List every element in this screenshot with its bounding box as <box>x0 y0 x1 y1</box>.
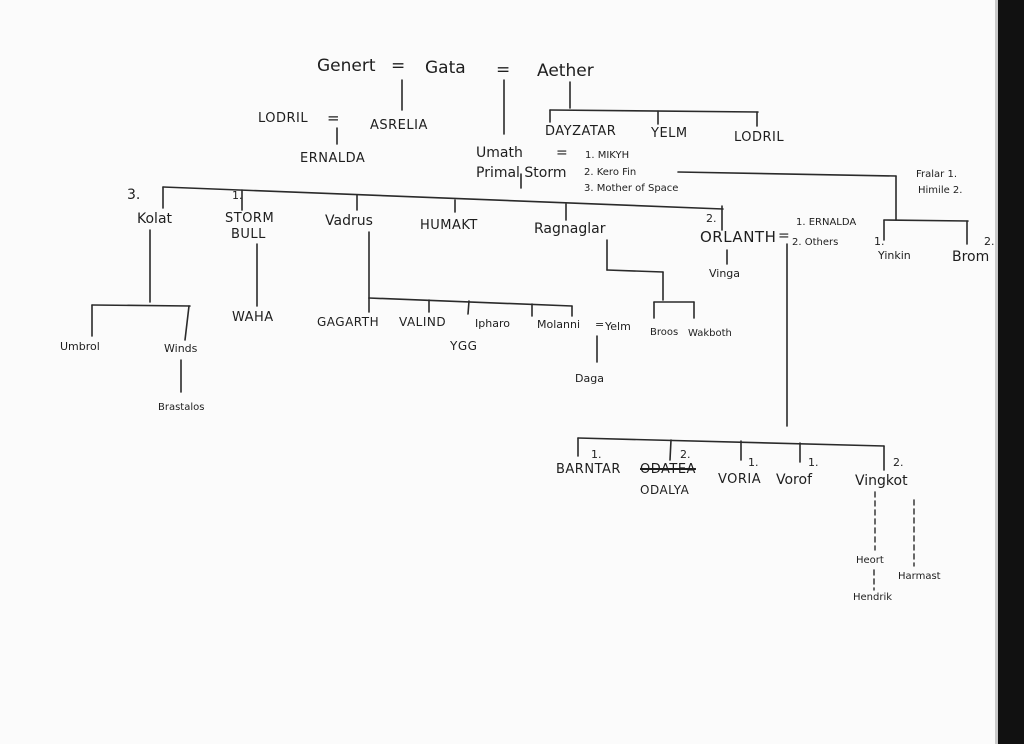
node-brom: Brom <box>952 249 990 265</box>
node-lodril-left: LODRIL <box>258 111 309 126</box>
node-storm-bull: BULL <box>231 227 266 242</box>
spouse-label: 1. MIKYH <box>585 150 630 161</box>
node-barntar: BARNTAR <box>556 462 621 477</box>
line-yinkin-bar <box>883 219 969 222</box>
node-ernalda-top: ERNALDA <box>300 151 366 166</box>
node-kolat: Kolat <box>137 211 173 227</box>
node-aether: Aether <box>537 61 594 81</box>
line-vadrus-bar <box>368 297 573 307</box>
node-hendrik: Hendrik <box>853 592 893 603</box>
node-humakt: HUMAKT <box>420 218 478 233</box>
line-winds <box>184 305 190 341</box>
marriage-sign: = <box>556 145 568 161</box>
node-ragnaglar: Ragnaglar <box>534 221 606 237</box>
node-dayzatar: DAYZATAR <box>545 124 617 139</box>
node-gata: Gata <box>425 58 466 78</box>
spouse-label: 2. Kero Fin <box>584 167 637 178</box>
order-number: 1. <box>748 456 759 469</box>
node-yinkin: Yinkin <box>878 249 911 262</box>
node-winds: Winds <box>164 342 198 355</box>
line-ipharo <box>467 300 470 315</box>
order-number: 2. <box>984 235 995 248</box>
order-number: 3. <box>127 187 141 203</box>
node-storm-bull: STORM <box>225 211 275 226</box>
node-vadrus: Vadrus <box>325 213 373 229</box>
node-vingkot: Vingkot <box>855 473 908 489</box>
node-genert: Genert <box>317 56 376 76</box>
order-number: 1. <box>874 235 885 248</box>
node-odalya: ODALYA <box>640 483 690 497</box>
node-molanni: Molanni <box>537 318 581 331</box>
scan-edge-shadow <box>995 0 998 744</box>
line-orlanth-bar <box>577 437 885 447</box>
spouse-label: 1. ERNALDA <box>796 217 857 228</box>
marriage-sign: = <box>778 228 790 244</box>
spouse-label: 3. Mother of Space <box>584 183 679 194</box>
node-harmast: Harmast <box>898 571 941 582</box>
node-broos: Broos <box>650 327 679 338</box>
order-number: 1. <box>591 448 602 461</box>
node-waha: WAHA <box>232 310 274 325</box>
order-number: 2. <box>706 212 717 225</box>
node-primal-storm: Primal Storm <box>476 165 567 181</box>
node-umbrol: Umbrol <box>60 340 100 353</box>
node-himile: Himile 2. <box>918 185 963 196</box>
node-lodril-right: LODRIL <box>734 130 785 145</box>
marriage-sign: = <box>595 318 605 331</box>
line-odalya <box>669 439 672 461</box>
node-orlanth: ORLANTH <box>700 228 777 246</box>
order-number: 2. <box>680 448 691 461</box>
line-storm-bar <box>162 186 724 210</box>
node-wakboth: Wakboth <box>688 328 732 339</box>
order-number: 1. <box>808 456 819 469</box>
node-voria: VORIA <box>718 472 762 487</box>
line-aether-bar <box>549 109 759 113</box>
marriage-sign: = <box>496 60 511 80</box>
node-vorof: Vorof <box>776 472 812 488</box>
node-umath: Umath <box>476 145 523 161</box>
node-ipharo: Ipharo <box>475 317 510 330</box>
node-valind: VALIND <box>399 315 447 329</box>
crossed-out-name: ODATEA <box>640 462 696 477</box>
node-fralar: Fralar 1. <box>916 169 958 180</box>
marriage-sign: = <box>391 56 406 76</box>
node-ygg: YGG <box>450 339 478 353</box>
node-gagarth: GAGARTH <box>317 315 380 329</box>
node-yelm-mid: Yelm <box>605 320 631 333</box>
spouse-label: 2. Others <box>792 237 839 248</box>
marriage-sign: = <box>327 109 341 127</box>
node-yelm-top: YELM <box>651 126 688 141</box>
line-rag-h <box>606 269 664 273</box>
node-heort: Heort <box>856 555 884 566</box>
line-kolat-bar <box>91 304 191 307</box>
line-umath-fralar <box>677 171 897 177</box>
order-number: 1. <box>232 189 243 202</box>
scan-edge <box>998 0 1024 744</box>
order-number: 2. <box>893 456 904 469</box>
node-daga: Daga <box>575 372 604 385</box>
node-brastalos: Brastalos <box>158 402 205 413</box>
node-asrelia: ASRELIA <box>370 118 428 133</box>
node-vinga: Vinga <box>709 267 741 280</box>
